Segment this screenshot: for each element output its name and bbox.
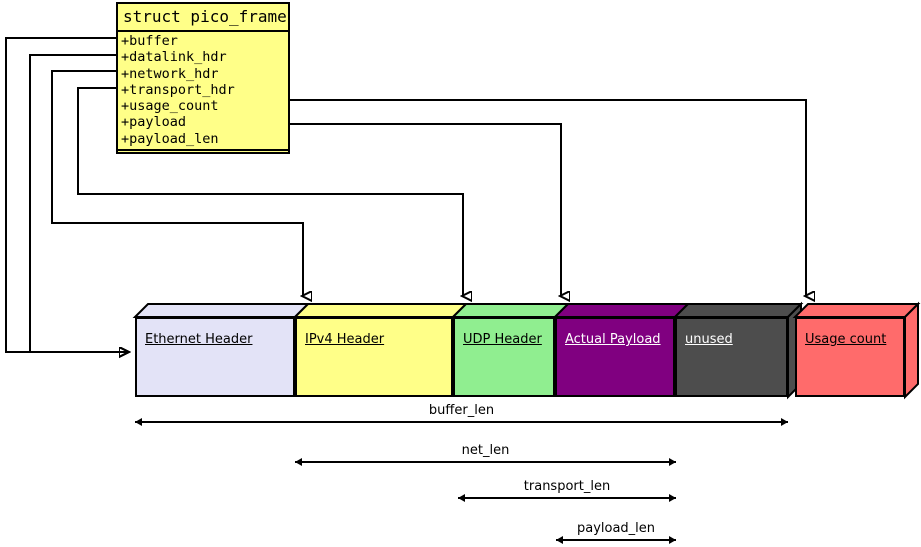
memory-block-ipv4-header[interactable]: IPv4 Header: [295, 317, 453, 397]
dimension-line-net_len: [295, 458, 676, 466]
memory-block-label: Usage count: [805, 332, 887, 347]
memory-block-label: unused: [685, 332, 733, 347]
uml-attribute: +datalink_hdr: [121, 49, 227, 66]
memory-block-label: UDP Header: [463, 332, 542, 347]
uml-attribute: +network_hdr: [121, 65, 219, 82]
memory-block-usage-count[interactable]: Usage count: [795, 317, 905, 397]
memory-block-actual-payload[interactable]: Actual Payload: [555, 317, 675, 397]
connector-payload-to-actual-payload: [290, 123, 561, 296]
uml-attribute: +payload: [121, 114, 187, 131]
uml-attribute: +usage_count: [121, 98, 219, 115]
memory-block-label: Actual Payload: [565, 332, 661, 347]
dimension-label-net_len: net_len: [461, 443, 510, 458]
connector-usage_count-to-usage-count: [290, 99, 806, 296]
uml-class-title: struct pico_frame: [118, 4, 288, 32]
connector-datalink_hdr-to-ethernet: [29, 54, 128, 352]
block-side-face: [904, 301, 919, 400]
memory-block-udp-header[interactable]: UDP Header: [453, 317, 555, 397]
dimension-label-buffer_len: buffer_len: [428, 403, 495, 418]
memory-block-label: Ethernet Header: [145, 332, 253, 347]
dimension-label-payload_len: payload_len: [576, 521, 656, 536]
dimension-label-transport_len: transport_len: [523, 479, 611, 494]
uml-attribute: +transport_hdr: [121, 81, 235, 98]
connector-network_hdr-to-ipv4: [51, 70, 303, 296]
dimension-line-transport_len: [458, 494, 676, 502]
dimension-line-payload_len: [556, 536, 676, 544]
uml-class-box-pico-frame[interactable]: struct pico_frame +buffer+datalink_hdr+n…: [116, 2, 290, 154]
memory-block-label: IPv4 Header: [305, 332, 385, 347]
dimension-line-buffer_len: [135, 418, 788, 426]
uml-attribute-list: +buffer+datalink_hdr+network_hdr+transpo…: [118, 32, 288, 152]
uml-operations-compartment: [118, 151, 288, 161]
memory-block-unused[interactable]: unused: [675, 317, 788, 397]
uml-attribute: +payload_len: [121, 130, 219, 147]
connector-transport_hdr-to-udp: [77, 87, 463, 296]
memory-block-ethernet-header[interactable]: Ethernet Header: [135, 317, 295, 397]
uml-attribute: +buffer: [121, 33, 178, 49]
